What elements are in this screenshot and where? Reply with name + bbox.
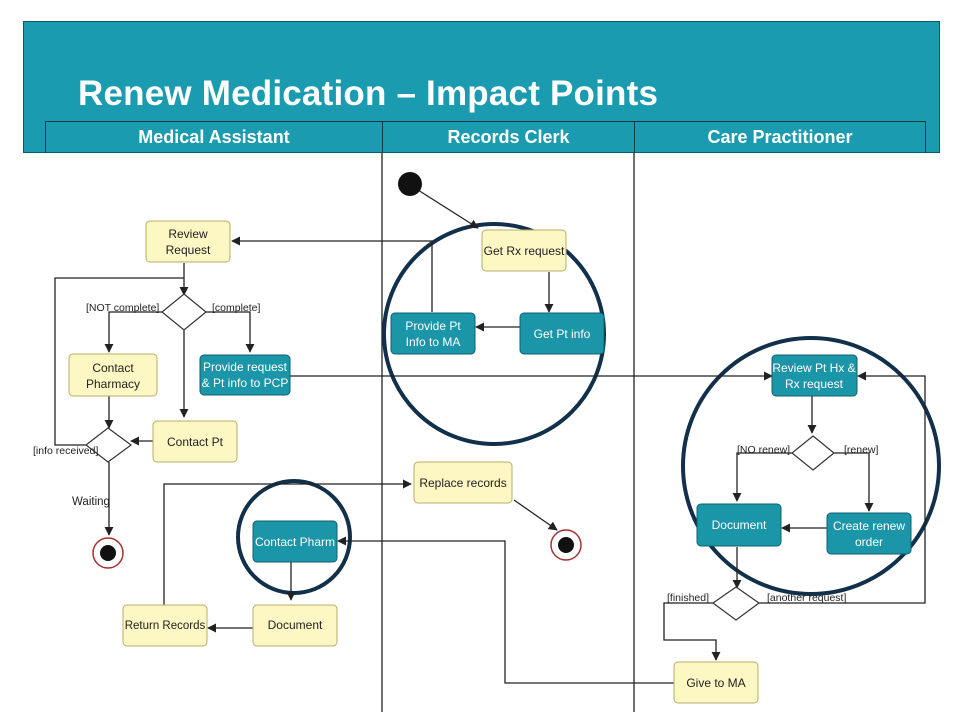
lane-header-medical-assistant: Medical Assistant xyxy=(45,121,382,153)
guard-finished: [finished] xyxy=(667,592,709,604)
svg-text:Give to MA: Give to MA xyxy=(686,676,745,690)
svg-text:Get Pt info: Get Pt info xyxy=(534,327,591,341)
svg-text:Info to MA: Info to MA xyxy=(406,335,461,349)
decision-renew xyxy=(791,435,835,471)
decision-complete xyxy=(161,293,207,331)
node-contact-pharmacy: Contact Pharmacy xyxy=(68,353,158,397)
svg-text:Rx request: Rx request xyxy=(785,377,844,391)
node-create-renew: Create renew order xyxy=(826,512,912,555)
svg-text:order: order xyxy=(855,535,883,549)
lane-header-care-practitioner: Care Practitioner xyxy=(634,121,926,153)
svg-text:Contact Pharm: Contact Pharm xyxy=(255,535,335,549)
svg-text:Provide Pt: Provide Pt xyxy=(405,319,461,333)
final-node-waiting xyxy=(92,537,124,569)
svg-text:Get Rx request: Get Rx request xyxy=(484,244,565,258)
svg-text:Create renew: Create renew xyxy=(833,519,905,533)
node-replace-records: Replace records xyxy=(413,461,513,504)
node-document-ma: Document xyxy=(252,604,338,647)
svg-text:Contact Pt: Contact Pt xyxy=(167,435,224,449)
guard-complete: [complete] xyxy=(212,302,261,314)
lane-header-records-clerk: Records Clerk xyxy=(382,121,634,153)
guard-another-request: [another request] xyxy=(767,592,846,604)
impact-ring-practitioner xyxy=(681,336,941,596)
guard-renew: [renew] xyxy=(844,444,879,456)
node-provide-pt-info: Provide Pt Info to MA xyxy=(390,312,476,355)
node-review-pt-hx: Review Pt Hx & Rx request xyxy=(771,354,858,397)
svg-text:Review Pt Hx &: Review Pt Hx & xyxy=(772,361,855,375)
node-give-to-ma: Give to MA xyxy=(673,661,759,704)
guard-info-received: [info received] xyxy=(33,445,98,457)
svg-text:Document: Document xyxy=(268,618,323,632)
svg-text:Request: Request xyxy=(166,243,211,257)
svg-text:Contact: Contact xyxy=(92,361,134,375)
guard-not-complete: [NOT complete] xyxy=(86,302,159,314)
node-get-rx-request: Get Rx request xyxy=(481,229,567,272)
guard-no-renew: [NO renew] xyxy=(737,444,790,456)
node-provide-request: Provide request & Pt info to PCP xyxy=(199,354,291,396)
node-contact-pt: Contact Pt xyxy=(152,420,238,463)
svg-text:Pharmacy: Pharmacy xyxy=(86,377,140,391)
guard-waiting: Waiting xyxy=(72,496,110,508)
node-review-request: Review Request xyxy=(145,220,231,263)
svg-text:Document: Document xyxy=(712,518,767,532)
decision-info-received xyxy=(85,427,133,463)
node-return-records: Return Records xyxy=(122,604,208,647)
decision-finished xyxy=(711,586,761,621)
node-document-cp: Document xyxy=(696,503,782,547)
svg-text:Return Records: Return Records xyxy=(125,620,206,632)
page-title: Renew Medication – Impact Points xyxy=(78,74,659,113)
header-banner: Renew Medication – Impact Points xyxy=(23,21,940,153)
initial-node xyxy=(398,172,422,196)
svg-text:Replace records: Replace records xyxy=(419,476,506,490)
node-get-pt-info: Get Pt info xyxy=(519,312,605,355)
final-node-records xyxy=(550,529,582,561)
svg-text:Provide request: Provide request xyxy=(203,360,288,374)
node-contact-pharm: Contact Pharm xyxy=(252,520,338,563)
edges xyxy=(54,189,926,684)
svg-text:Review: Review xyxy=(168,227,208,241)
svg-text:& Pt info to PCP: & Pt info to PCP xyxy=(202,376,289,390)
